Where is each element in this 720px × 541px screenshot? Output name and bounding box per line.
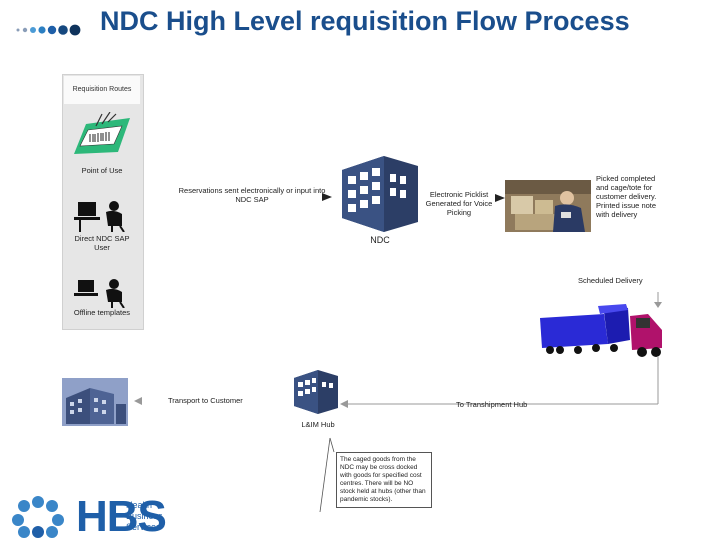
- arrow-right-icon: [322, 193, 332, 201]
- hbs-sub-line: Services: [126, 522, 161, 532]
- cross-dock-note: The caged goods from the NDC may be cros…: [336, 452, 432, 508]
- reservations-label: Reservations sent electronically or inpu…: [178, 186, 326, 204]
- return-route-lines: [340, 356, 659, 408]
- computer-user-icon: [74, 201, 125, 232]
- to-transhipment-label: To Transhipment Hub: [456, 400, 528, 409]
- arrow-left-icon: [134, 397, 142, 405]
- transport-label: Transport to Customer: [168, 396, 243, 405]
- page-title: NDC High Level requisition Flow Process: [100, 6, 630, 36]
- hbs-sub-line: Health: [126, 500, 153, 510]
- route-label-point-of-use: Point of Use: [81, 166, 123, 175]
- note-connector-line: [319, 437, 335, 513]
- route-label-offline-templates: Offline templates: [73, 308, 131, 317]
- arrow-down-icon: [654, 292, 662, 308]
- route-label-direct-sap-user: Direct NDC SAP User: [74, 234, 130, 252]
- requisition-routes-header: Requisition Routes: [64, 76, 140, 104]
- delivery-truck-icon: [540, 304, 662, 357]
- point-of-use-icon: [74, 112, 130, 154]
- ndc-building-icon: [342, 156, 418, 232]
- hbs-sub-line: Business: [126, 511, 163, 521]
- ndc-label: NDC: [370, 235, 390, 245]
- offline-user-icon: [74, 279, 125, 308]
- customer-site-icon: [62, 378, 128, 426]
- hbs-logo-icon: [12, 496, 64, 538]
- scheduled-delivery-label: Scheduled Delivery: [578, 276, 643, 285]
- requisition-routes-panel: [62, 74, 144, 330]
- arrow-right-icon: [495, 194, 505, 202]
- picked-description: Picked completed and cage/tote for custo…: [596, 174, 657, 219]
- picklist-label: Electronic Picklist Generated for Voice …: [425, 190, 493, 217]
- hub-building-icon: [294, 370, 338, 414]
- hbs-logo-text: HBS: [76, 492, 167, 541]
- hub-label: L&IM Hub: [301, 420, 335, 429]
- decorative-dots-icon: [16, 24, 81, 36]
- warehouse-picking-photo: [505, 180, 591, 232]
- hbs-logo-subtitle: Health Business Services: [126, 500, 163, 533]
